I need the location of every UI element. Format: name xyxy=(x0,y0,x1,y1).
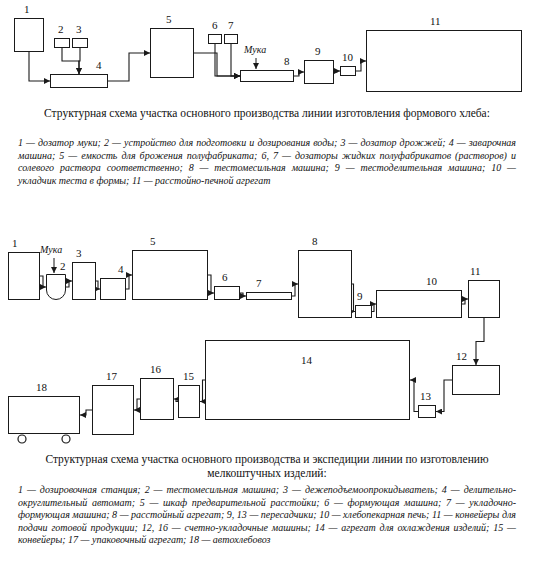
callout-number: 11 xyxy=(470,265,481,278)
callout-number: 8 xyxy=(312,235,318,248)
equipment-box: 9 xyxy=(355,305,372,318)
equipment-box: 5 xyxy=(150,28,194,78)
callout-number: 1 xyxy=(12,237,18,250)
callout-number: 11 xyxy=(430,15,441,28)
callout-number: 4 xyxy=(118,263,124,276)
callout-number: 10 xyxy=(426,275,437,288)
equipment-box: 5 xyxy=(132,250,208,300)
truck-wheel xyxy=(62,435,70,443)
flow-connector xyxy=(231,44,240,76)
flow-connector xyxy=(80,410,92,415)
equipment-box: 1 xyxy=(14,18,44,52)
equipment-box: 7 xyxy=(246,292,292,300)
equipment-box: 11 xyxy=(468,280,500,318)
callout-number: 17 xyxy=(106,370,117,383)
equipment-box: 13 xyxy=(418,405,436,418)
flow-connector xyxy=(410,380,418,412)
callout-number: 16 xyxy=(150,363,161,376)
material-label: Мука xyxy=(244,44,266,56)
flow-connector xyxy=(356,61,366,71)
flow-connector xyxy=(108,53,150,81)
equipment-box: 1 xyxy=(8,252,40,300)
callout-number: 6 xyxy=(212,19,218,32)
callout-number: 10 xyxy=(342,51,353,64)
flow-connector xyxy=(194,53,240,76)
callout-number: 7 xyxy=(228,19,234,32)
callout-number: 12 xyxy=(456,350,467,363)
flow-connector xyxy=(29,52,50,81)
callout-number: 2 xyxy=(58,23,64,36)
callout-number: 5 xyxy=(150,235,156,248)
callout-number: 2 xyxy=(60,260,66,273)
caption-legend-text: 1 — дозировочная станция; 2 — тестомесил… xyxy=(18,484,516,547)
callout-number: 13 xyxy=(420,390,431,403)
equipment-box: 18 xyxy=(8,396,80,434)
equipment-box: 11 xyxy=(366,30,522,92)
figure-caption: Структурная схема участка основного прои… xyxy=(20,106,514,120)
callout-number: 8 xyxy=(284,55,290,68)
equipment-box: 3 xyxy=(72,262,96,300)
callout-number: 4 xyxy=(96,59,102,72)
equipment-box: 2 xyxy=(46,274,66,300)
callout-number: 15 xyxy=(183,370,194,383)
callout-number: 9 xyxy=(315,45,321,58)
figure-caption: Структурная схема участка основного прои… xyxy=(20,452,514,480)
equipment-box: 12 xyxy=(452,365,500,395)
equipment-box: 10 xyxy=(376,290,462,318)
equipment-box: 6 xyxy=(208,34,222,44)
callout-number: 5 xyxy=(166,13,172,26)
callout-number: 7 xyxy=(256,277,262,290)
callout-number: 3 xyxy=(76,23,82,36)
flour-feed-arrow xyxy=(54,258,55,273)
flow-connector xyxy=(294,72,304,76)
equipment-box: 4 xyxy=(50,74,108,88)
equipment-box: 7 xyxy=(224,34,238,44)
equipment-box: 16 xyxy=(140,378,174,420)
truck-wheel xyxy=(18,435,26,443)
flow-connector xyxy=(79,48,80,74)
equipment-box: 2 xyxy=(54,38,70,48)
callout-number: 1 xyxy=(24,3,30,16)
equipment-box: 14 xyxy=(205,340,410,420)
callout-number: 3 xyxy=(76,247,82,260)
flow-connector xyxy=(476,318,484,365)
equipment-box: 17 xyxy=(92,385,134,435)
callout-number: 18 xyxy=(36,381,47,394)
equipment-box: 4 xyxy=(100,278,126,300)
flow-connector xyxy=(436,380,452,412)
equipment-box: 6 xyxy=(214,286,240,300)
equipment-box: 10 xyxy=(340,66,356,76)
callout-number: 9 xyxy=(357,290,363,303)
callout-number: 6 xyxy=(222,271,228,284)
flow-connector xyxy=(62,48,79,74)
material-label: Мука xyxy=(40,244,62,256)
callout-number: 14 xyxy=(301,354,312,367)
flour-feed-arrow xyxy=(256,58,257,69)
equipment-box: 8 xyxy=(240,70,294,82)
caption-legend-text: 1 — дозатор муки; 2 — устройство для под… xyxy=(18,137,516,187)
flow-connector xyxy=(215,44,240,76)
equipment-box: 9 xyxy=(304,60,334,84)
equipment-box: 3 xyxy=(72,38,88,48)
equipment-box: 8 xyxy=(298,250,352,318)
equipment-box: 15 xyxy=(178,385,200,418)
